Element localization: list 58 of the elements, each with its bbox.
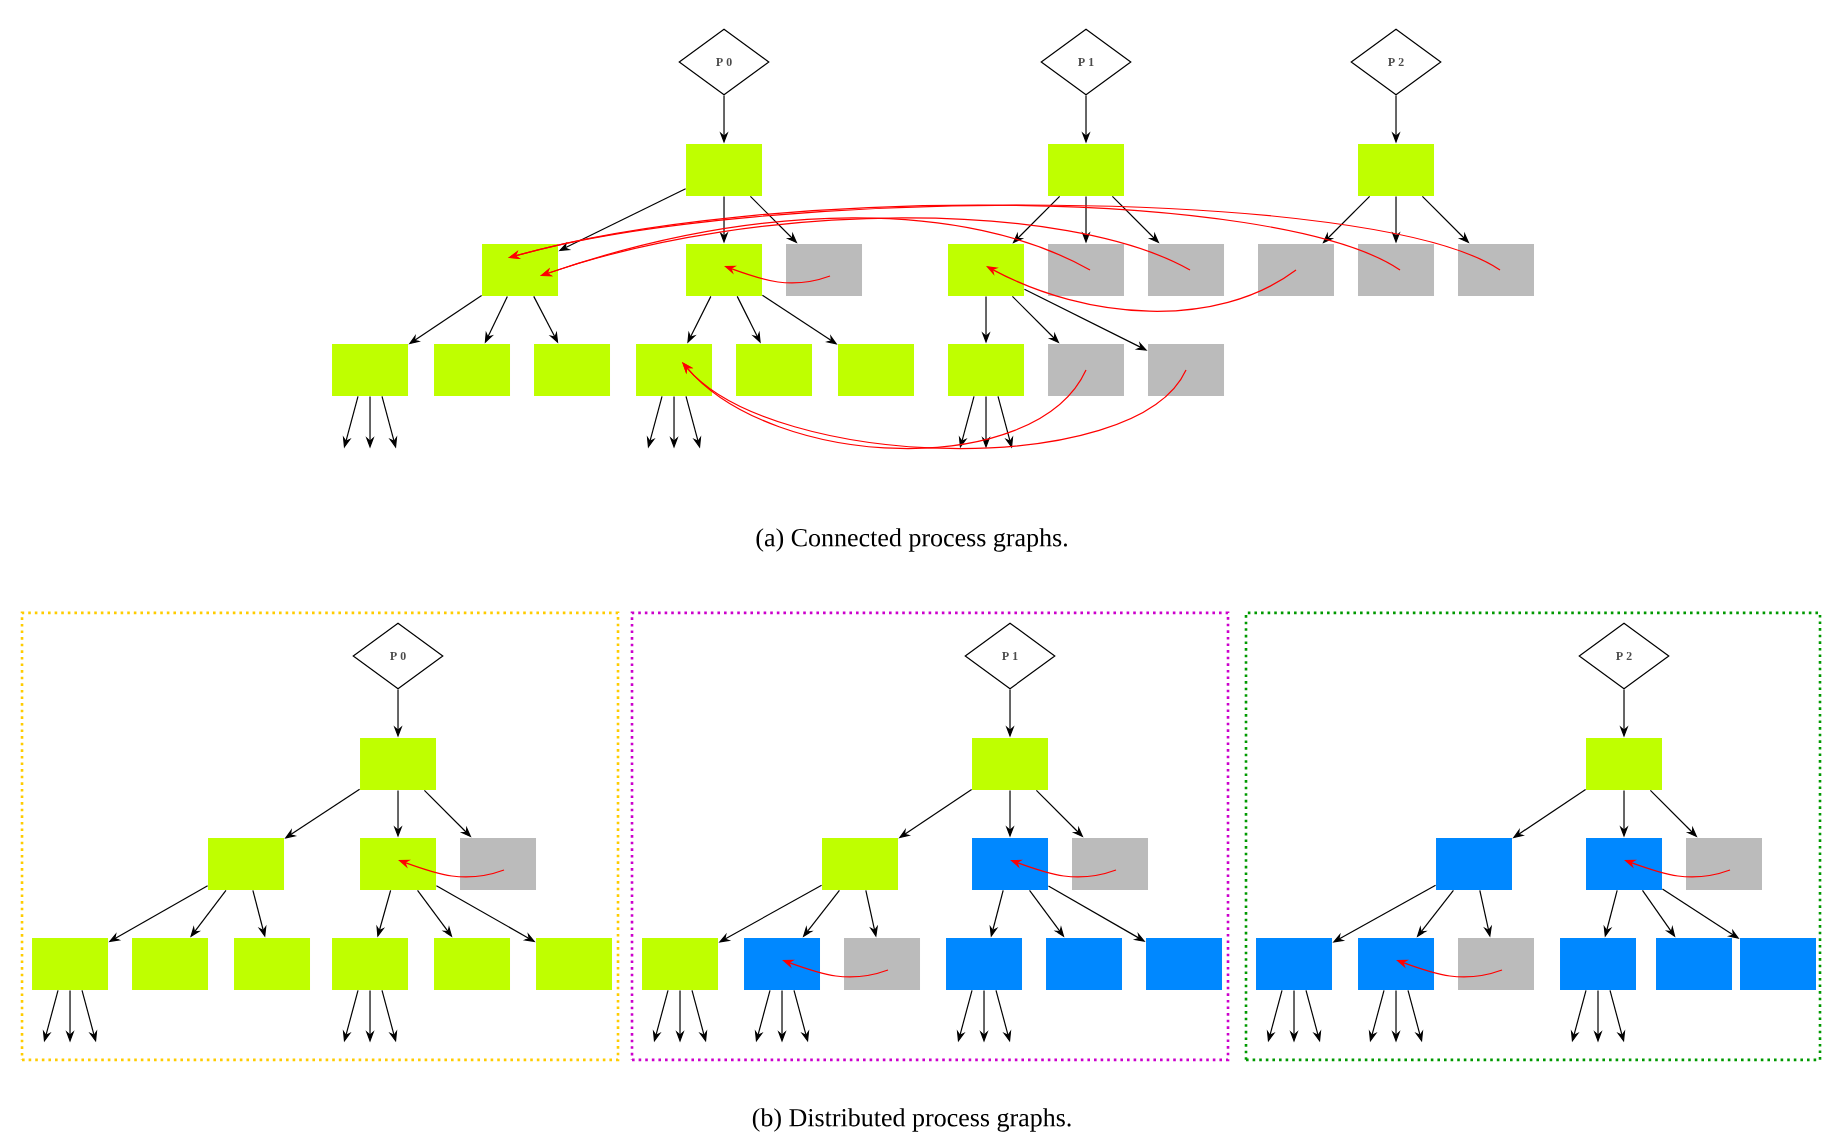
task-box: [642, 938, 718, 990]
task-box: [1458, 938, 1534, 990]
task-box: [1436, 838, 1512, 890]
task-box: [1586, 838, 1662, 890]
task-box: [946, 938, 1022, 990]
task-box: [1256, 938, 1332, 990]
task-box: [744, 938, 820, 990]
task-box: [838, 344, 914, 396]
task-box: [234, 938, 310, 990]
task-box: [1048, 344, 1124, 396]
task-box: [32, 938, 109, 990]
task-box: [1458, 244, 1534, 296]
task-box: [1686, 838, 1762, 890]
caption: (a) Connected process graphs.: [756, 528, 1067, 552]
task-box: [1046, 938, 1122, 990]
task-box: [208, 838, 284, 890]
task-box: [1148, 244, 1224, 296]
task-box: [686, 244, 762, 296]
panel-frame: [20, 611, 620, 1062]
task-box: [844, 938, 920, 990]
task-box: [1358, 244, 1434, 296]
task-box: [1358, 938, 1434, 990]
task-box: [822, 838, 898, 890]
task-box: [636, 344, 712, 396]
task-box: [1146, 938, 1222, 990]
task-box: [360, 738, 436, 790]
arrow: [682, 362, 1187, 450]
task-box: [1148, 344, 1224, 396]
task-box: [1048, 244, 1124, 296]
arrow: [986, 266, 1297, 312]
task-box: [332, 344, 408, 396]
task-box: [972, 838, 1048, 890]
panel-frame: [630, 611, 1230, 1062]
task-box: [536, 938, 612, 990]
task-box: [434, 344, 510, 396]
task-box: [132, 938, 208, 990]
task-box: [972, 738, 1048, 790]
task-box: [332, 938, 408, 990]
task-box: [948, 244, 1024, 296]
task-box: [1560, 938, 1636, 990]
task-box: [460, 838, 536, 890]
task-box: [1656, 938, 1732, 990]
task-box: [482, 244, 558, 296]
task-box: [1072, 838, 1148, 890]
task-box: [736, 344, 812, 396]
task-box: [434, 938, 510, 990]
task-box: [786, 244, 862, 296]
task-box: [1586, 738, 1662, 790]
task-box: [1258, 244, 1334, 296]
task-box: [1358, 144, 1434, 196]
task-box: [686, 144, 762, 196]
task-box: [1740, 938, 1816, 990]
panel-frame: [1244, 611, 1822, 1062]
task-box: [1048, 144, 1124, 196]
task-box: [360, 838, 436, 890]
task-box: [948, 344, 1024, 396]
caption: (b) Distributed process graphs.: [752, 1108, 1071, 1132]
task-box: [534, 344, 610, 396]
